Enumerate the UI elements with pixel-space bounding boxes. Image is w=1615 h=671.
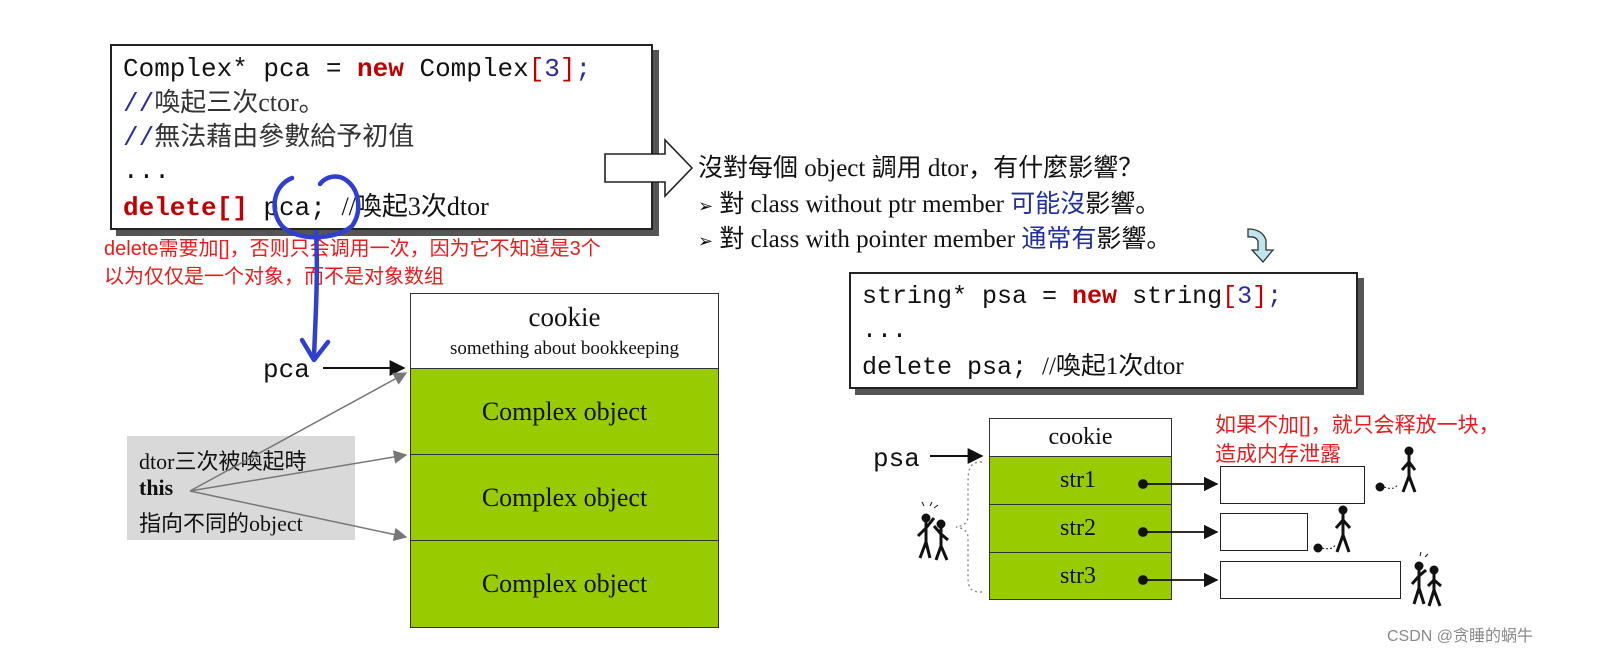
- bullet-arrow-icon: ➢: [698, 196, 714, 217]
- cookie-cell-left: cookie something about bookkeeping: [410, 293, 719, 369]
- code-line-delete-scalar: delete psa; //喚起1次dtor: [862, 353, 1184, 382]
- str-pointer-arrows: [1138, 476, 1219, 588]
- heap-block-str3: [1220, 561, 1401, 599]
- pen-circle-annotation: [272, 174, 361, 240]
- code-line-new-complex: Complex* pca = new Complex[3];: [123, 54, 592, 84]
- cookie-subtitle: something about bookkeeping: [449, 338, 680, 359]
- left-code-box: Complex* pca = new Complex[3]; //喚起三次cto…: [110, 44, 653, 230]
- dtor-note-line3: 指向不同的object: [139, 511, 303, 536]
- this-pointer-arrows: [189, 372, 408, 542]
- code-line-comment-init: //無法藉由參數給予初值: [123, 122, 415, 153]
- complex-object-cell-1: Complex object: [410, 368, 719, 455]
- dtor-note-this: this: [139, 475, 174, 500]
- right-code-box: string* psa = new string[3]; ... delete …: [849, 272, 1358, 389]
- bullet-with-ptr: ➢ 對 class with pointer member 通常有影響。: [698, 226, 1172, 253]
- code-line-delete-array: delete[] pca; //喚起3次dtor: [123, 192, 489, 223]
- dtor-this-note-box: dtor三次被喚起時 this 指向不同的object: [127, 436, 355, 540]
- celebrating-people-icon: [916, 501, 949, 561]
- code-line-ellipsis-right: ...: [862, 316, 908, 345]
- heap-block-str1: [1220, 466, 1365, 504]
- bullet-without-ptr: ➢ 對 class without ptr member 可能沒影響。: [698, 191, 1161, 218]
- code-line-new-string: string* psa = new string[3];: [862, 282, 1283, 311]
- delete-array-note-line1: delete需要加[]，否则只会调用一次，因为它不知道是3个: [104, 238, 601, 260]
- people-pair-icon: [1410, 551, 1442, 607]
- dtor-note-line1: dtor三次被喚起時: [139, 449, 307, 474]
- bullet-arrow-icon: ➢: [698, 231, 714, 252]
- hollow-right-arrow-icon: [604, 138, 694, 198]
- pointer-label-pca: pca: [263, 355, 310, 385]
- cookie-title: cookie: [528, 302, 601, 332]
- dtor-question: 沒對每個 object 調用 dtor，有什麼影響？: [698, 155, 1144, 182]
- code-line-ellipsis: ...: [123, 156, 170, 186]
- pointer-label-psa: psa: [873, 444, 920, 474]
- pen-down-arrow-annotation: [311, 229, 320, 359]
- lonely-person-icon-2: [1313, 505, 1352, 553]
- complex-object-cell-2: Complex object: [410, 454, 719, 541]
- cookie-cell-right: cookie: [989, 418, 1172, 457]
- delete-array-note-line2: 以为仅仅是一个对象，而不是对象数组: [104, 266, 444, 288]
- memory-leak-note-line1: 如果不加[]，就只会释放一块，: [1215, 414, 1500, 437]
- complex-object-cell-3: Complex object: [410, 540, 719, 628]
- pen-arrowhead-annotation: [299, 337, 331, 363]
- heap-block-str2: [1220, 513, 1308, 551]
- lonely-person-icon-1: [1375, 446, 1417, 493]
- dotted-brace: [955, 461, 983, 593]
- watermark: CSDN @贪睡的蜗牛: [1387, 628, 1534, 645]
- code-line-comment-ctor: //喚起三次ctor。: [123, 88, 325, 119]
- memory-leak-note-line2: 造成内存泄露: [1215, 443, 1341, 466]
- curved-down-arrow-icon: [1247, 228, 1275, 263]
